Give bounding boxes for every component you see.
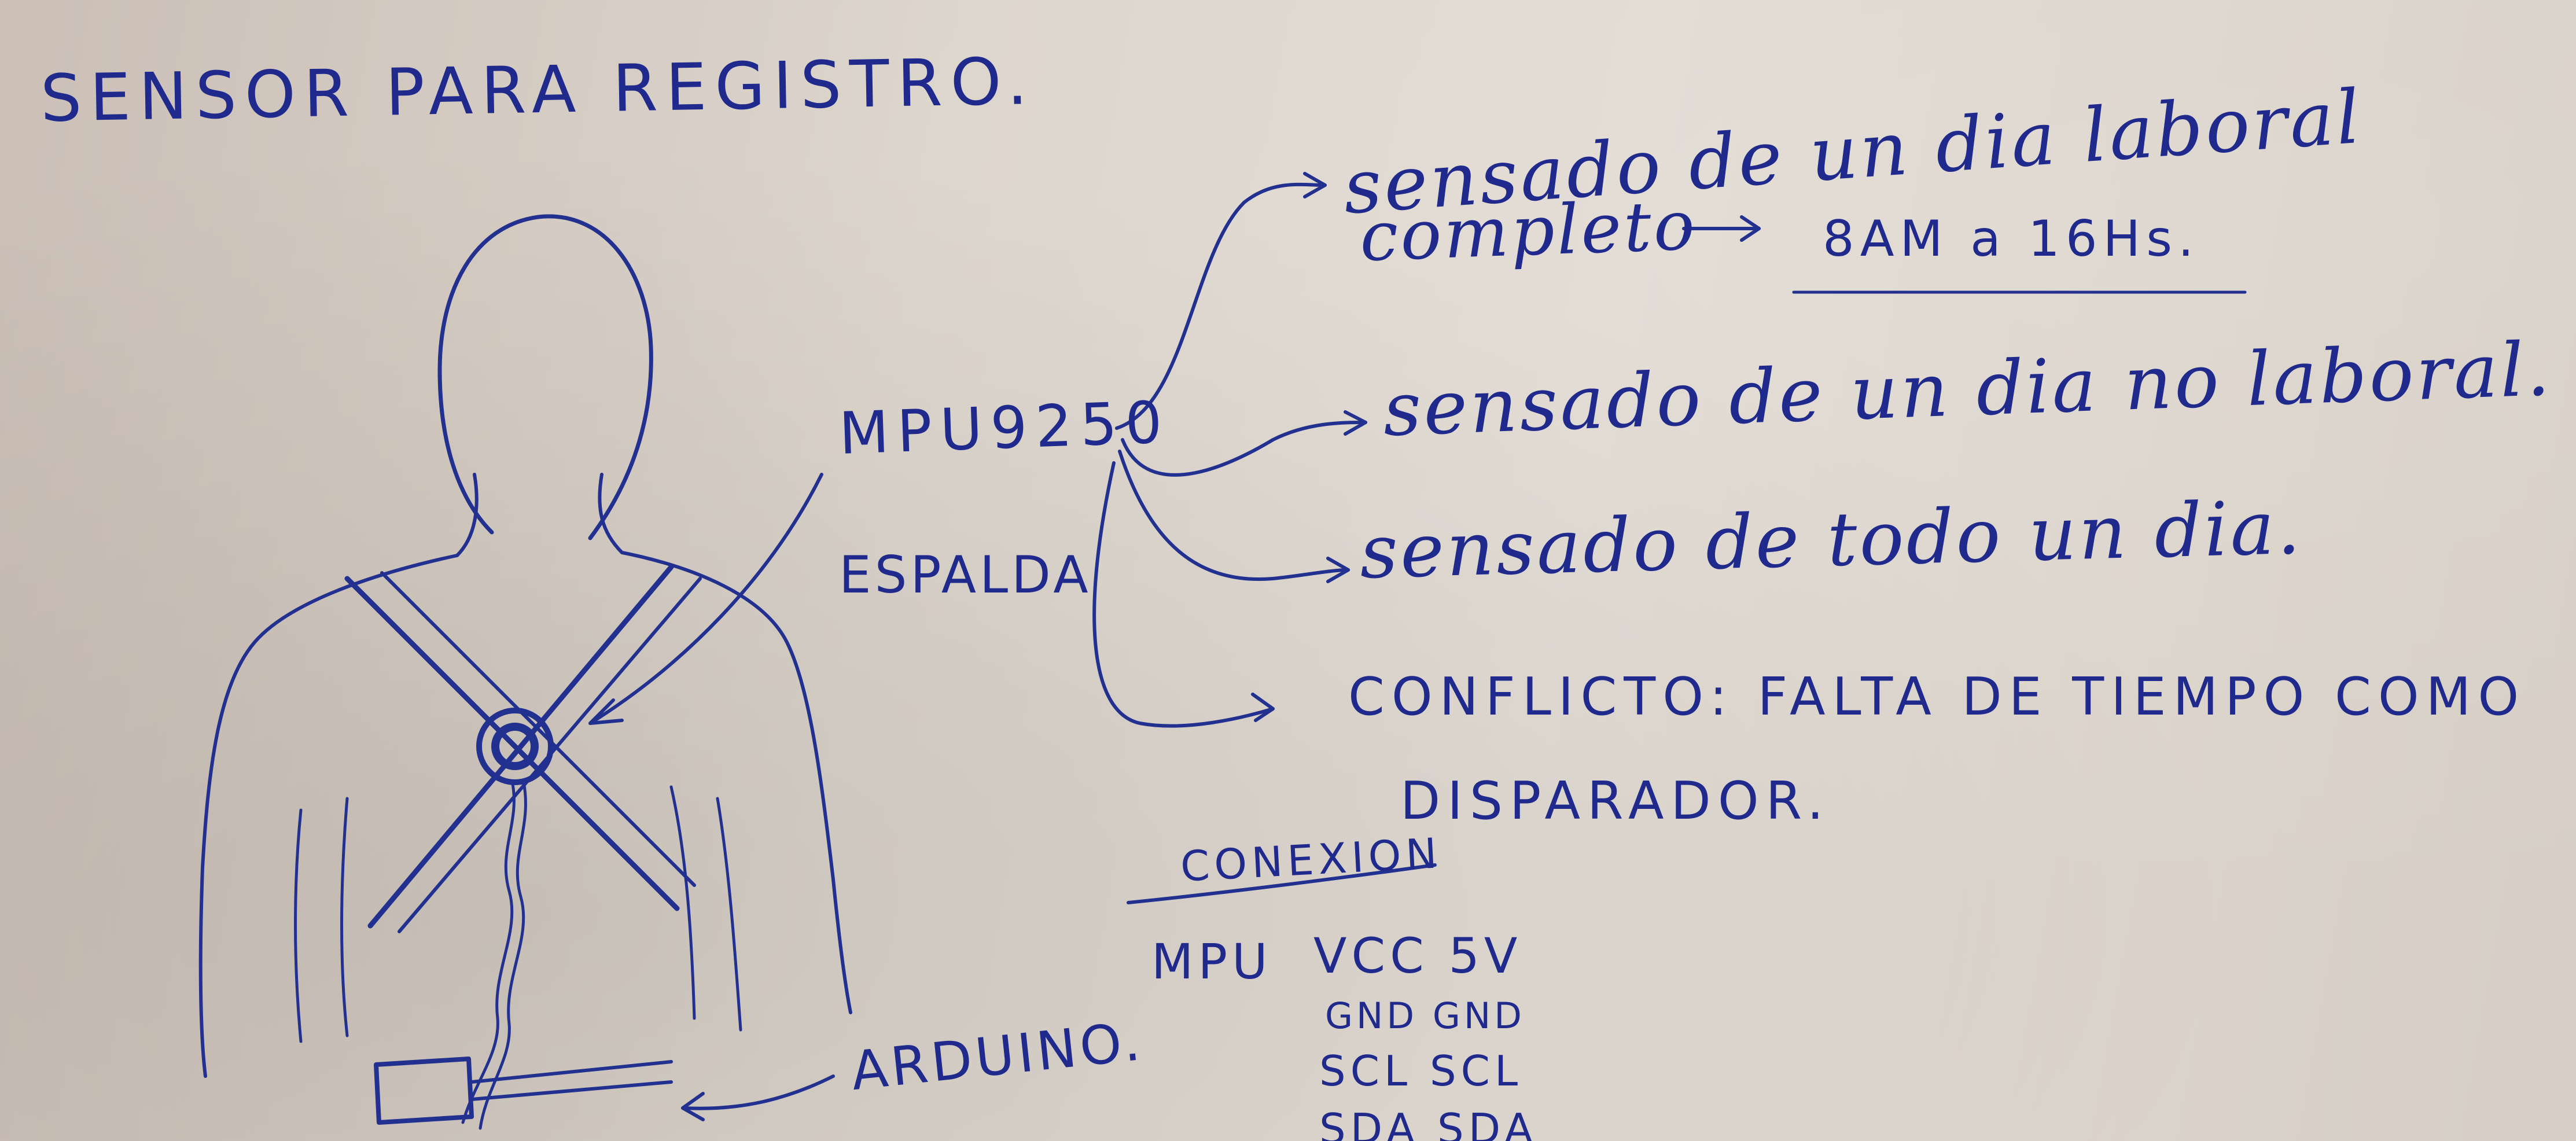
belt-2: [470, 1080, 673, 1101]
conexion-heading: CONEXION: [1179, 829, 1443, 891]
conexion-mpu-label: MPU: [1151, 933, 1272, 990]
left-arm: [294, 808, 303, 1043]
branch-4-head: [1251, 693, 1275, 722]
branch-2-head: [1344, 410, 1367, 436]
branch-2: [1121, 421, 1367, 477]
page-title: SENSOR PARA REGISTRO.: [39, 44, 1036, 137]
branch-3-head: [1326, 557, 1350, 583]
branch-4-line1: CONFLICTO: FALTA DE TIEMPO COMO: [1348, 667, 2526, 727]
belt: [470, 1060, 673, 1084]
espalda-label: ESPALDA: [839, 545, 1092, 605]
conexion-row-gnd: GND GND: [1325, 995, 1526, 1037]
right-arm: [669, 785, 696, 1020]
branch-4: [1092, 461, 1275, 728]
neck-outline: [455, 473, 479, 557]
left-arm-2: [340, 797, 349, 1037]
arrow-completo-head: [1740, 215, 1761, 242]
conexion-row-sda: SDA SDA: [1319, 1105, 1538, 1141]
underline-conexion: [1127, 863, 1437, 904]
mpu-label: MPU9250: [838, 388, 1172, 468]
conexion-row-scl: SCL SCL: [1319, 1047, 1523, 1095]
conexion-row-vcc: VCC 5V: [1313, 927, 1522, 984]
sensor-circle-inner: [491, 723, 539, 770]
sensor-circle: [476, 708, 554, 785]
arrow-mpu-head: [588, 698, 624, 725]
branch-3: [1118, 450, 1350, 581]
right-arm-2: [716, 797, 742, 1032]
cable-2: [479, 781, 527, 1130]
arrow-arduino: [681, 1074, 835, 1110]
cable: [461, 779, 516, 1124]
neck-outline-right: [598, 473, 624, 554]
branch-1: [1115, 182, 1327, 430]
strap-left-to-right: [344, 576, 680, 911]
head-outline: [437, 214, 653, 540]
branch-1-line2a: completo: [1358, 185, 1698, 277]
branch-4-line2: DISPARADOR.: [1400, 771, 1831, 831]
torso-outline-right: [620, 551, 852, 1014]
arrow-mpu: [588, 473, 823, 725]
strap-right-to-left: [367, 564, 674, 929]
branch-1-line2b: 8AM a 16Hs.: [1823, 210, 2200, 268]
arduino-box: [374, 1057, 474, 1125]
arrow-arduino-head: [681, 1092, 705, 1121]
branch-1-head: [1303, 172, 1327, 198]
torso-outline: [198, 554, 459, 1078]
